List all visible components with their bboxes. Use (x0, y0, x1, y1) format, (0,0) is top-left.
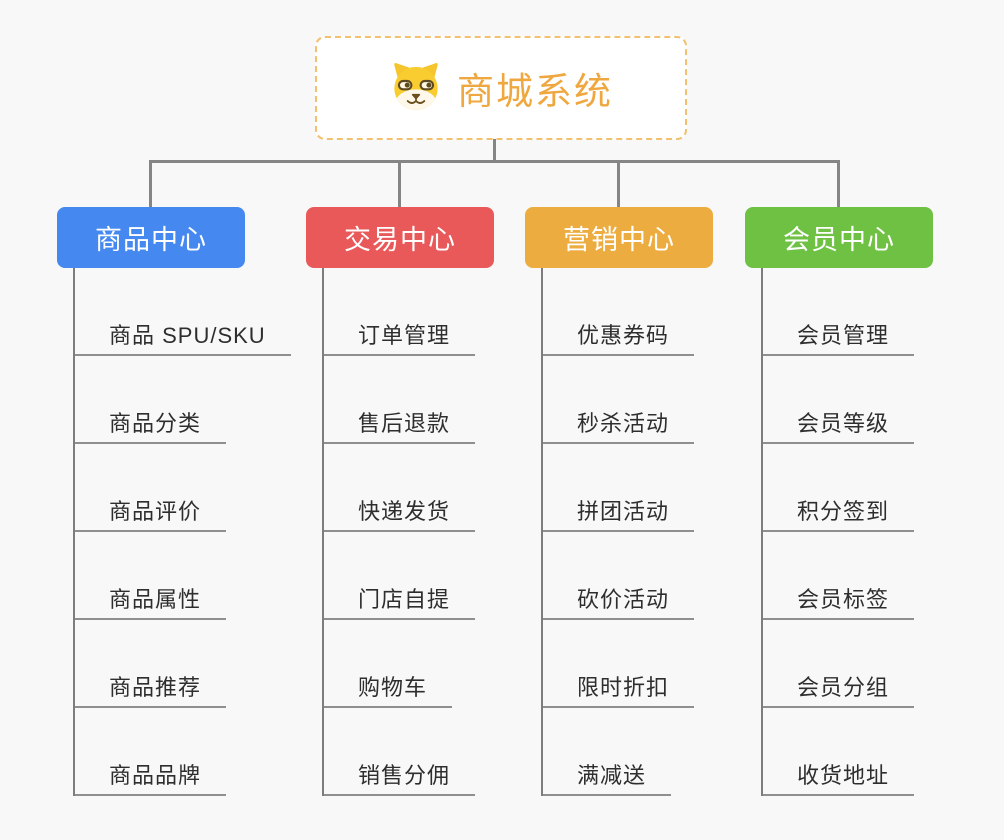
branch-item-label: 商品属性 (109, 587, 202, 612)
branch-item-label: 限时折扣 (577, 675, 670, 700)
branch-item[interactable]: 购物车 (324, 620, 453, 708)
branch-item-label: 收货地址 (797, 763, 890, 788)
branch: 商品中心 商品 SPU/SKU 商品分类商品评价商品属性商品推荐商品品牌 (57, 207, 291, 796)
branch-item-label: 快递发货 (358, 499, 451, 524)
branch-header-product-center[interactable]: 商品中心 (57, 207, 245, 268)
branch-item-label: 会员标签 (797, 587, 890, 612)
connector-stub-2 (398, 160, 401, 207)
branch-children: 会员管理会员等级积分签到会员标签会员分组收货地址 (761, 268, 915, 796)
branch-item-label: 优惠券码 (577, 323, 670, 348)
branch-header-member-center[interactable]: 会员中心 (745, 207, 933, 268)
branch-item[interactable]: 商品 SPU/SKU (75, 268, 291, 356)
branch-item[interactable]: 订单管理 (324, 268, 476, 356)
branch-item[interactable]: 优惠券码 (543, 268, 695, 356)
branch: 会员中心 会员管理会员等级积分签到会员标签会员分组收货地址 (745, 207, 933, 796)
branch-item-label: 购物车 (358, 675, 428, 700)
branch-item[interactable]: 商品品牌 (75, 708, 227, 796)
branch-children: 优惠券码秒杀活动拼团活动砍价活动限时折扣满减送 (541, 268, 695, 796)
branch-item-label: 门店自提 (358, 587, 451, 612)
connector-stub-4 (837, 160, 840, 207)
branch: 营销中心 优惠券码秒杀活动拼团活动砍价活动限时折扣满减送 (525, 207, 713, 796)
branch-header-label: 会员中心 (783, 225, 895, 255)
branch-item-label: 会员等级 (797, 411, 890, 436)
branch-children: 商品 SPU/SKU 商品分类商品评价商品属性商品推荐商品品牌 (73, 268, 291, 796)
branch-item[interactable]: 满减送 (543, 708, 672, 796)
branch-header-marketing-center[interactable]: 营销中心 (525, 207, 713, 268)
branch-item[interactable]: 收货地址 (763, 708, 915, 796)
branch-item-label: 积分签到 (797, 499, 890, 524)
branch-item[interactable]: 会员标签 (763, 532, 915, 620)
branch-item[interactable]: 商品推荐 (75, 620, 227, 708)
branch-item-label: 满减送 (577, 763, 647, 788)
branch-item[interactable]: 限时折扣 (543, 620, 695, 708)
branch-item-label: 商品分类 (109, 411, 202, 436)
root-title: 商城系统 (457, 71, 613, 112)
branch-item-label: 商品品牌 (109, 763, 202, 788)
branch-item[interactable]: 秒杀活动 (543, 356, 695, 444)
branch-item[interactable]: 会员等级 (763, 356, 915, 444)
branch-item[interactable]: 会员分组 (763, 620, 915, 708)
branch-children: 订单管理售后退款快递发货门店自提购物车销售分佣 (322, 268, 476, 796)
branch-item-label: 秒杀活动 (577, 411, 670, 436)
branch-item[interactable]: 商品评价 (75, 444, 227, 532)
branch-item[interactable]: 积分签到 (763, 444, 915, 532)
branch-header-trade-center[interactable]: 交易中心 (306, 207, 494, 268)
connector-stub-1 (149, 160, 152, 207)
branch-item-label: 拼团活动 (577, 499, 670, 524)
branch-header-label: 营销中心 (563, 225, 675, 255)
branch-item-label: 商品推荐 (109, 675, 202, 700)
root-node[interactable]: 商城系统 (315, 36, 687, 140)
branch-item-label: 商品评价 (109, 499, 202, 524)
branch-item-label: 砍价活动 (577, 587, 670, 612)
branch-header-label: 交易中心 (344, 225, 456, 255)
branch-item-label: 会员分组 (797, 675, 890, 700)
dog-face-icon (389, 61, 443, 116)
branch-item[interactable]: 拼团活动 (543, 444, 695, 532)
branch-item-label: 售后退款 (358, 411, 451, 436)
branch-item[interactable]: 会员管理 (763, 268, 915, 356)
branch-item[interactable]: 快递发货 (324, 444, 476, 532)
branch-item[interactable]: 门店自提 (324, 532, 476, 620)
branch-item[interactable]: 砍价活动 (543, 532, 695, 620)
branch-item[interactable]: 商品属性 (75, 532, 227, 620)
branch-item-label: 商品 SPU/SKU (109, 323, 266, 348)
branch-header-label: 商品中心 (95, 225, 207, 255)
connector-bus (149, 160, 839, 163)
branch-item[interactable]: 售后退款 (324, 356, 476, 444)
connector-stub-3 (617, 160, 620, 207)
connector-root-drop (493, 139, 496, 161)
branch-item-label: 会员管理 (797, 323, 890, 348)
branch-item[interactable]: 商品分类 (75, 356, 227, 444)
branch: 交易中心 订单管理售后退款快递发货门店自提购物车销售分佣 (306, 207, 494, 796)
branch-item-label: 订单管理 (358, 323, 451, 348)
branch-item[interactable]: 销售分佣 (324, 708, 476, 796)
branch-item-label: 销售分佣 (358, 763, 451, 788)
